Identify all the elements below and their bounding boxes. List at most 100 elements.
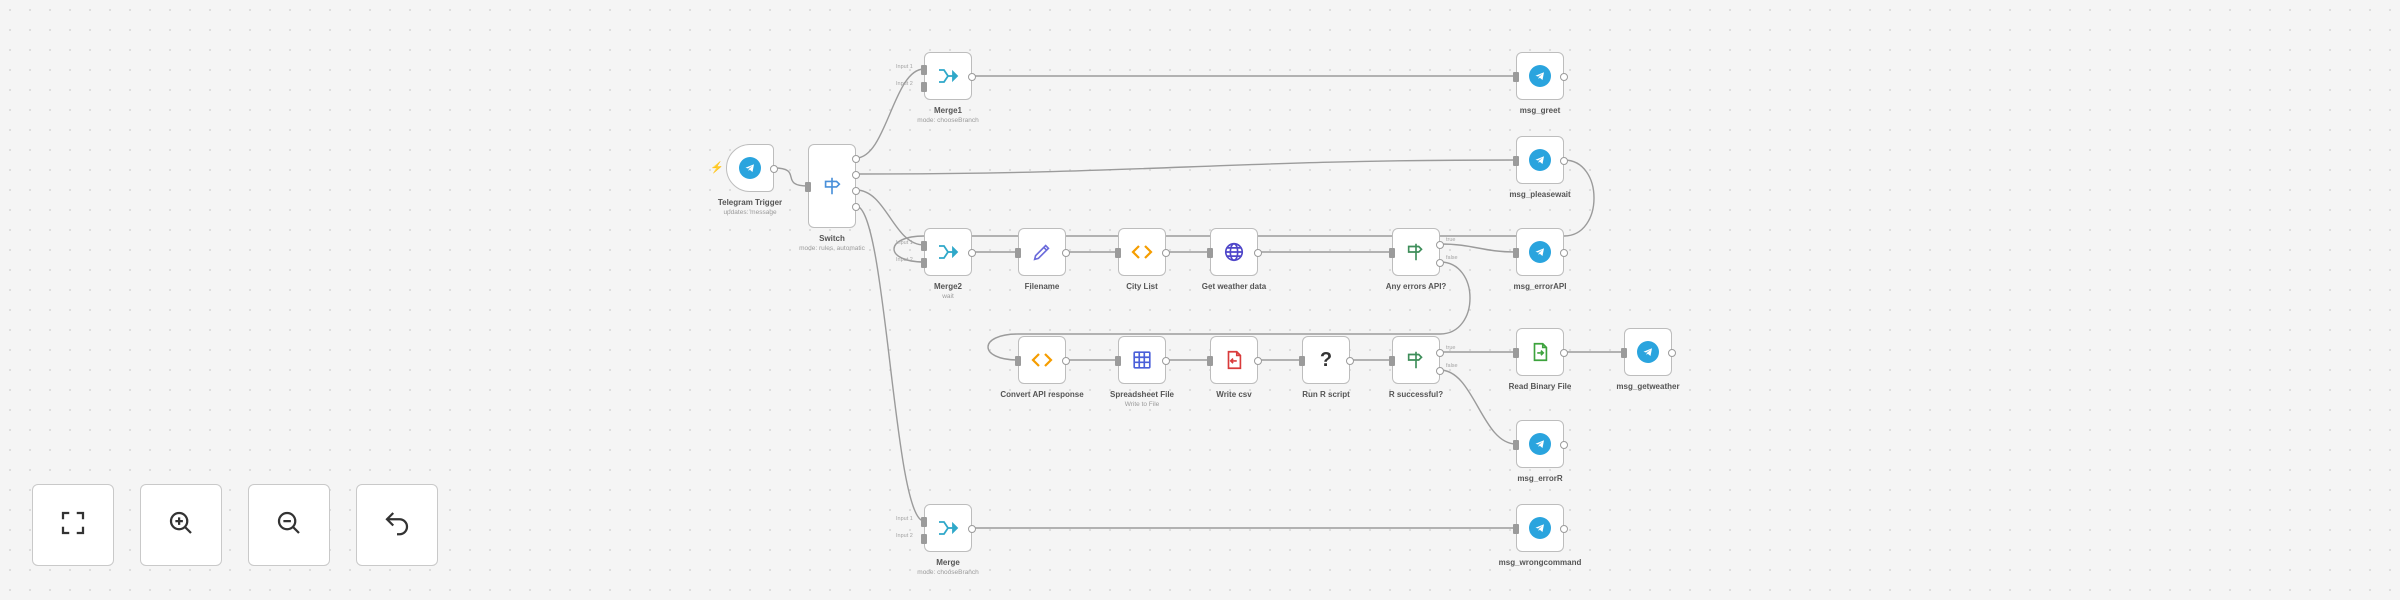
connection-any-errors-to-msg-errorAPI[interactable] [1439, 243, 1517, 253]
output-port[interactable] [1436, 259, 1444, 267]
node-convert-api[interactable] [1015, 336, 1070, 384]
node-write-csv[interactable] [1207, 336, 1262, 384]
connection-r-successful-to-msg-errorR[interactable] [1439, 369, 1517, 445]
undo-icon [382, 508, 412, 543]
output-port[interactable] [1436, 349, 1444, 357]
output-port[interactable] [1062, 249, 1070, 257]
output-port[interactable] [770, 165, 778, 173]
output-port[interactable] [852, 203, 860, 211]
node-merge2[interactable] [921, 228, 976, 276]
output-port[interactable] [968, 73, 976, 81]
node-switch[interactable] [805, 144, 860, 228]
input-port[interactable] [1513, 156, 1519, 166]
connection-msg-pleasewait-to-merge2[interactable] [893, 159, 1595, 263]
node-msg-errorAPI[interactable] [1513, 228, 1568, 276]
input-port[interactable] [921, 517, 927, 527]
input-port[interactable] [921, 534, 927, 544]
input-port[interactable] [1513, 348, 1519, 358]
input-port[interactable] [921, 65, 927, 75]
node-msg-getweather[interactable] [1621, 328, 1676, 376]
node-msg-pleasewait[interactable] [1513, 136, 1568, 184]
output-port[interactable] [1436, 367, 1444, 375]
input-port[interactable] [1015, 248, 1021, 258]
output-port[interactable] [852, 171, 860, 179]
node-label: msg_wrongcommand [1498, 558, 1582, 567]
output-port[interactable] [1560, 441, 1568, 449]
node-filename[interactable] [1015, 228, 1070, 276]
input-port[interactable] [1389, 248, 1395, 258]
input-port[interactable] [1015, 356, 1021, 366]
node-telegram-trigger[interactable] [726, 144, 778, 192]
telegram-icon [1517, 505, 1563, 551]
input-port[interactable] [1621, 348, 1627, 358]
connection-telegram-trigger-to-switch[interactable] [773, 167, 809, 187]
connection-switch-to-msg-pleasewait[interactable] [855, 159, 1517, 175]
zoom-in-button[interactable] [140, 484, 222, 566]
node-msg-greet[interactable] [1513, 52, 1568, 100]
input-port[interactable] [1115, 356, 1121, 366]
input-port[interactable] [921, 82, 927, 92]
file-read-icon [1517, 329, 1563, 375]
node-merge1[interactable] [921, 52, 976, 100]
output-port[interactable] [1668, 349, 1676, 357]
node-any-errors[interactable] [1389, 228, 1444, 276]
output-port[interactable] [1162, 249, 1170, 257]
output-port[interactable] [968, 525, 976, 533]
input-port[interactable] [921, 241, 927, 251]
connection-any-errors-to-convert-api[interactable] [987, 261, 1471, 361]
output-port-label: true [1446, 237, 1456, 243]
zoom-out-icon [274, 508, 304, 543]
output-port[interactable] [968, 249, 976, 257]
node-subtitle: mode: chooseBranch [917, 569, 979, 576]
node-msg-errorR[interactable] [1513, 420, 1568, 468]
node-spreadsheet[interactable] [1115, 336, 1170, 384]
input-port-label: Input 1 [896, 64, 913, 70]
output-port[interactable] [1560, 249, 1568, 257]
node-read-binary[interactable] [1513, 328, 1568, 376]
input-port[interactable] [1299, 356, 1305, 366]
output-port[interactable] [1560, 157, 1568, 165]
connection-switch-to-merge[interactable] [855, 205, 925, 522]
input-port[interactable] [1207, 248, 1213, 258]
input-port[interactable] [921, 258, 927, 268]
output-port[interactable] [1560, 349, 1568, 357]
node-r-successful[interactable] [1389, 336, 1444, 384]
zoom-to-fit-button[interactable] [32, 484, 114, 566]
output-port[interactable] [1062, 357, 1070, 365]
output-port[interactable] [1560, 525, 1568, 533]
input-port[interactable] [1207, 356, 1213, 366]
output-port[interactable] [1560, 73, 1568, 81]
input-port[interactable] [1513, 440, 1519, 450]
input-port-label: Input 2 [896, 81, 913, 87]
output-port[interactable] [1254, 249, 1262, 257]
output-port[interactable] [852, 155, 860, 163]
connection-switch-to-merge1[interactable] [855, 68, 925, 159]
output-port[interactable] [1346, 357, 1354, 365]
node-subtitle: mode: chooseBranch [917, 117, 979, 124]
output-port[interactable] [1162, 357, 1170, 365]
input-port[interactable] [1513, 524, 1519, 534]
input-port-label: Input 1 [896, 516, 913, 522]
output-port[interactable] [1436, 241, 1444, 249]
node-merge[interactable] [921, 504, 976, 552]
node-msg-wrongcommand[interactable] [1513, 504, 1568, 552]
input-port[interactable] [805, 182, 811, 192]
zoom-out-button[interactable] [248, 484, 330, 566]
node-city-list[interactable] [1115, 228, 1170, 276]
if-icon [1393, 337, 1439, 383]
input-port[interactable] [1115, 248, 1121, 258]
node-run-r[interactable]: ? [1299, 336, 1354, 384]
node-label: Run R script [1302, 390, 1350, 399]
connection-switch-to-merge2[interactable] [855, 189, 925, 246]
node-get-weather[interactable] [1207, 228, 1262, 276]
telegram-icon [1517, 421, 1563, 467]
input-port[interactable] [1513, 248, 1519, 258]
output-port[interactable] [852, 187, 860, 195]
input-port[interactable] [1513, 72, 1519, 82]
input-port[interactable] [1389, 356, 1395, 366]
output-port[interactable] [1254, 357, 1262, 365]
reset-zoom-button[interactable] [356, 484, 438, 566]
input-port-label: Input 1 [896, 240, 913, 246]
